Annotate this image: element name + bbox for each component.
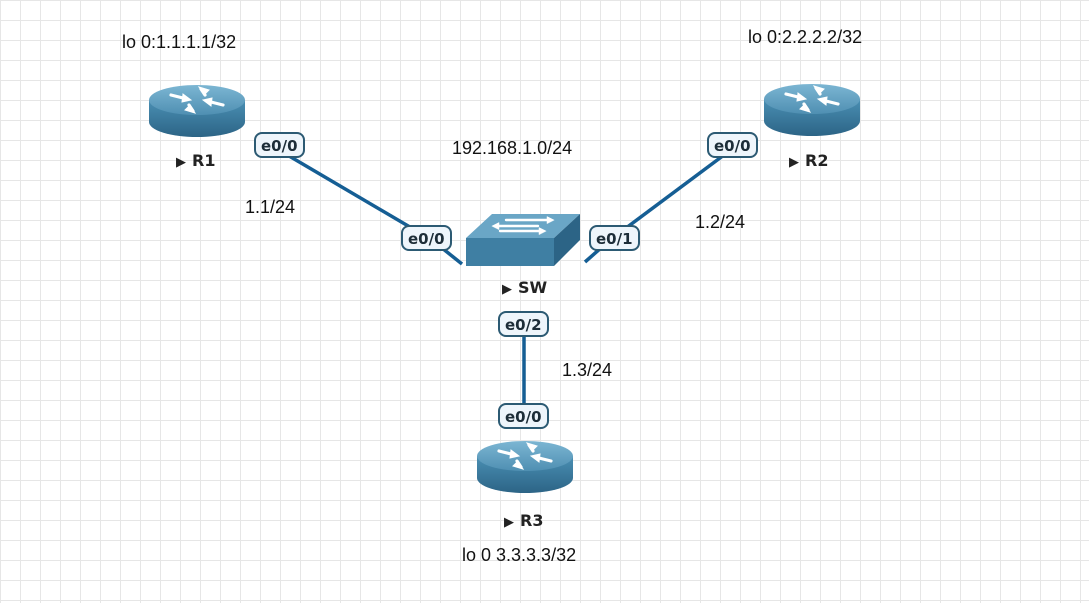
switch-icon[interactable]: [466, 214, 580, 266]
r3-ip-label: 1.3/24: [562, 360, 613, 380]
router-icon-r2[interactable]: [762, 82, 862, 138]
node-name-r3[interactable]: ▶ R3: [504, 511, 543, 530]
router-icon-r3[interactable]: [475, 439, 575, 495]
router-icon-r1[interactable]: [147, 83, 247, 139]
play-arrow-icon: ▶: [504, 515, 514, 530]
node-name-r1[interactable]: ▶ R1: [176, 151, 215, 170]
port-r1-e0-0[interactable]: e0/0: [254, 132, 305, 158]
play-arrow-icon: ▶: [789, 155, 799, 170]
r2-loopback-label: lo 0:2.2.2.2/32: [748, 27, 863, 47]
port-sw-e0-2[interactable]: e0/2: [498, 311, 549, 337]
port-sw-e0-0[interactable]: e0/0: [401, 225, 452, 251]
play-arrow-icon: ▶: [176, 155, 186, 170]
r1-name: R1: [192, 151, 216, 170]
node-name-r2[interactable]: ▶ R2: [789, 151, 828, 170]
sw-name: SW: [518, 278, 548, 297]
r2-name: R2: [805, 151, 829, 170]
r1-loopback-label: lo 0:1.1.1.1/32: [122, 32, 237, 52]
r1-ip-label: 1.1/24: [245, 197, 296, 217]
r3-name: R3: [520, 511, 544, 530]
port-sw-e0-1[interactable]: e0/1: [589, 225, 640, 251]
network-label: 192.168.1.0/24: [452, 138, 573, 158]
r2-ip-label: 1.2/24: [695, 212, 746, 232]
play-arrow-icon: ▶: [502, 282, 512, 297]
node-name-sw[interactable]: ▶ SW: [502, 278, 547, 297]
port-r2-e0-0[interactable]: e0/0: [707, 132, 758, 158]
r3-loopback-label: lo 0 3.3.3.3/32: [462, 545, 577, 565]
port-r3-e0-0[interactable]: e0/0: [498, 403, 549, 429]
